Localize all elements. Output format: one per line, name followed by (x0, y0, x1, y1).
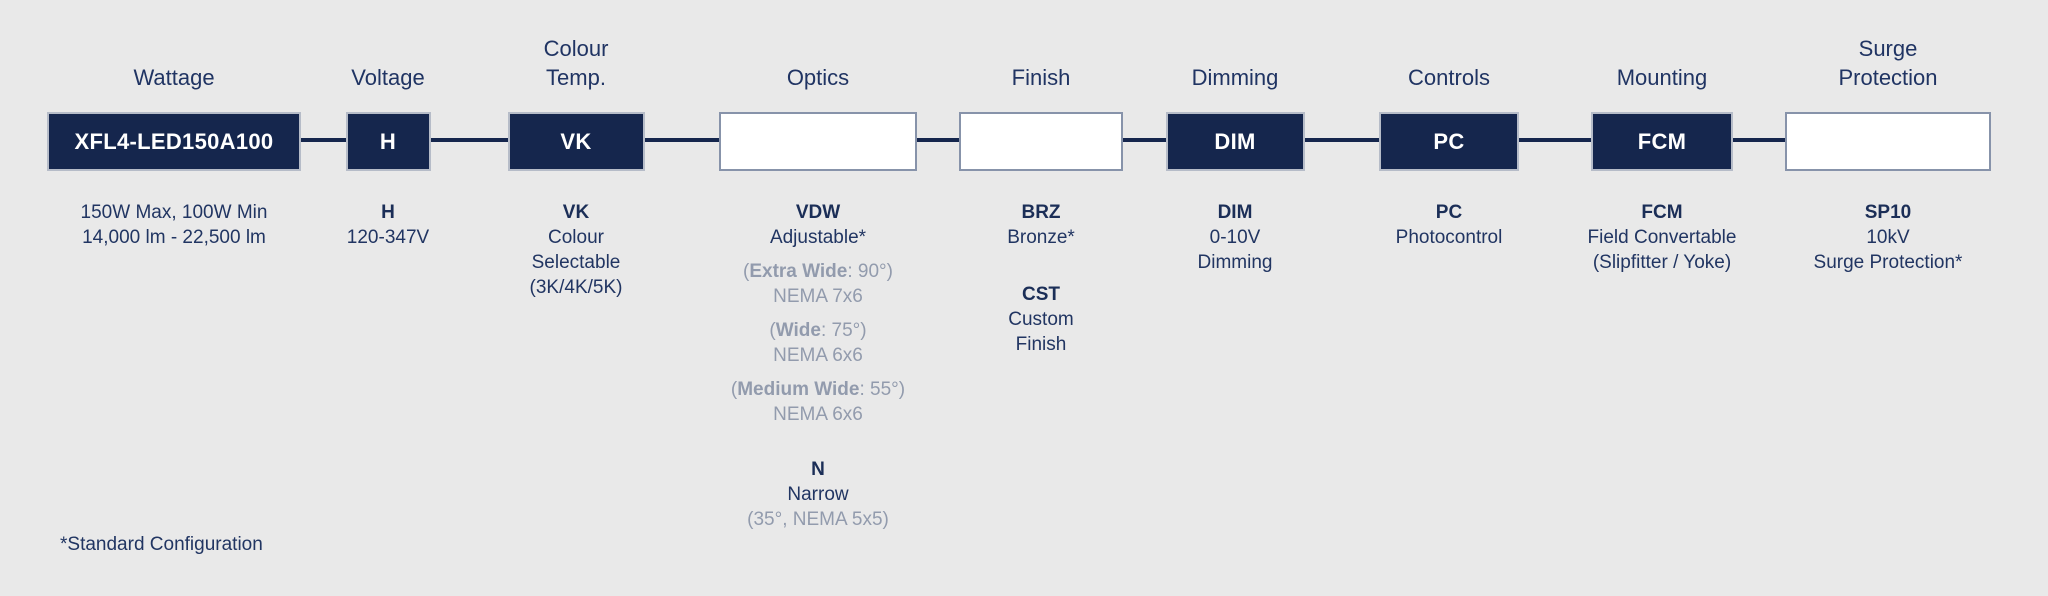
column-header-finish: Finish (1011, 65, 1071, 90)
detail-code-finish: BRZ (1021, 202, 1061, 223)
optics-note-line: (Wide: 75°) (688, 318, 948, 343)
code-box-wattage: XFL4-LED150A100 (47, 112, 301, 171)
optics-note-extra-wide: (Extra Wide: 90°) NEMA 7x6 (688, 259, 948, 309)
details-controls: PC Photocontrol (1349, 200, 1549, 250)
code-box-mounting: FCM (1591, 112, 1733, 171)
column-header-wattage: Wattage (133, 65, 215, 90)
note-open: ( (743, 261, 750, 282)
optics-note-line: (Medium Wide: 55°) (688, 377, 948, 402)
finish-cst-group: CST Custom Finish (951, 282, 1131, 357)
code-box-controls: PC (1379, 112, 1519, 171)
code-box-finish-empty (959, 112, 1123, 171)
box-slot-voltage: H (308, 112, 468, 171)
detail-text-controls: Photocontrol (1395, 227, 1503, 248)
detail-note-optics-narrow: (35°, NEMA 5x5) (747, 509, 889, 530)
code-box-label-colour-temp: VK (560, 128, 592, 154)
detail-text-wattage: 150W Max, 100W Min 14,000 lm - 22,500 lm (80, 202, 268, 248)
detail-code-colour-temp: VK (562, 202, 590, 223)
box-slot-finish (951, 112, 1131, 171)
box-slot-surge-protection (1768, 112, 2008, 171)
box-slot-colour-temp: VK (491, 112, 661, 171)
column-header-optics: Optics (786, 65, 850, 90)
code-box-label-dimming: DIM (1214, 128, 1256, 154)
column-colour-temp: Colour Temp. VK VK Colour Selectable (3K… (491, 0, 661, 300)
standard-configuration-footnote: *Standard Configuration (60, 534, 263, 555)
detail-code-dimming: DIM (1217, 202, 1253, 223)
column-dimming: Dimming DIM DIM 0-10V Dimming (1145, 0, 1325, 275)
detail-code-optics-narrow: N (811, 459, 825, 480)
box-slot-mounting: FCM (1542, 112, 1782, 171)
detail-text-colour-temp: Colour Selectable (3K/4K/5K) (529, 227, 623, 298)
note-open: ( (730, 379, 738, 400)
note-bold: Wide (775, 320, 821, 341)
box-slot-wattage: XFL4-LED150A100 (34, 112, 314, 171)
optics-vdw-group: VDW Adjustable* (688, 200, 948, 250)
code-box-label-wattage: XFL4-LED150A100 (74, 128, 274, 154)
details-finish: BRZ Bronze* CST Custom Finish (951, 200, 1131, 357)
column-header-surge-protection: Surge Protection (1838, 36, 1938, 90)
detail-text-finish: Bronze* (1007, 227, 1075, 248)
code-box-optics-empty (719, 112, 917, 171)
detail-code-finish-cst: CST (1022, 284, 1060, 305)
column-surge-protection: Surge Protection SP10 10kV Surge Protect… (1768, 0, 2008, 275)
column-header-dimming: Dimming (1191, 65, 1279, 90)
detail-code-controls: PC (1435, 202, 1463, 223)
details-wattage: 150W Max, 100W Min 14,000 lm - 22,500 lm (34, 200, 314, 250)
detail-code-optics: VDW (795, 202, 841, 223)
note-bold: Medium Wide (737, 379, 860, 400)
column-header-voltage: Voltage (351, 65, 425, 90)
details-colour-temp: VK Colour Selectable (3K/4K/5K) (491, 200, 661, 300)
detail-code-surge: SP10 (1864, 202, 1912, 223)
optics-note-sub: NEMA 6x6 (773, 345, 863, 366)
column-mounting: Mounting FCM FCM Field Convertable (Slip… (1542, 0, 1782, 275)
column-header-colour-temp: Colour Temp. (543, 36, 609, 90)
note-rest: : 55°) (859, 379, 906, 400)
column-finish: Finish BRZ Bronze* CST Custom Finish (951, 0, 1131, 357)
box-slot-controls: PC (1349, 112, 1549, 171)
detail-text-voltage: 120-347V (346, 227, 430, 248)
detail-text-optics-narrow: Narrow (787, 484, 849, 505)
code-box-dimming: DIM (1165, 112, 1305, 171)
code-box-label-voltage: H (379, 128, 397, 154)
detail-text-surge: 10kV Surge Protection* (1813, 227, 1963, 273)
note-bold: Extra Wide (749, 261, 848, 282)
column-controls: Controls PC PC Photocontrol (1349, 0, 1549, 250)
column-header-controls: Controls (1408, 65, 1490, 90)
code-box-colour-temp: VK (507, 112, 645, 171)
detail-code-voltage: H (381, 202, 395, 223)
code-box-surge-empty (1785, 112, 1991, 171)
optics-narrow-group: N Narrow (35°, NEMA 5x5) (688, 457, 948, 532)
column-wattage: Wattage XFL4-LED150A100 150W Max, 100W M… (34, 0, 314, 250)
column-optics: Optics VDW Adjustable* (Extra Wide: 90°)… (688, 0, 948, 532)
code-box-label-mounting: FCM (1637, 128, 1687, 154)
column-header-mounting: Mounting (1616, 65, 1708, 90)
optics-note-medium-wide: (Medium Wide: 55°) NEMA 6x6 (688, 377, 948, 427)
code-box-voltage: H (345, 112, 431, 171)
details-dimming: DIM 0-10V Dimming (1145, 200, 1325, 275)
box-slot-optics (688, 112, 948, 171)
code-box-label-controls: PC (1433, 128, 1465, 154)
details-surge-protection: SP10 10kV Surge Protection* (1768, 200, 2008, 275)
details-voltage: H 120-347V (308, 200, 468, 250)
optics-note-wide: (Wide: 75°) NEMA 6x6 (688, 318, 948, 368)
finish-brz-group: BRZ Bronze* (951, 200, 1131, 250)
details-optics: VDW Adjustable* (Extra Wide: 90°) NEMA 7… (688, 200, 948, 532)
detail-code-mounting: FCM (1641, 202, 1683, 223)
optics-note-sub: NEMA 7x6 (773, 286, 863, 307)
detail-text-finish-cst: Custom Finish (1008, 309, 1074, 355)
column-voltage: Voltage H H 120-347V (308, 0, 468, 250)
details-mounting: FCM Field Convertable (Slipfitter / Yoke… (1542, 200, 1782, 275)
note-rest: : 75°) (820, 320, 867, 341)
optics-note-line: (Extra Wide: 90°) (688, 259, 948, 284)
optics-note-sub: NEMA 6x6 (773, 404, 863, 425)
note-open: ( (769, 320, 776, 341)
detail-text-dimming: 0-10V Dimming (1197, 227, 1273, 273)
detail-text-mounting: Field Convertable (Slipfitter / Yoke) (1587, 227, 1737, 273)
detail-text-optics: Adjustable* (769, 227, 867, 248)
note-rest: : 90°) (847, 261, 893, 282)
box-slot-dimming: DIM (1145, 112, 1325, 171)
